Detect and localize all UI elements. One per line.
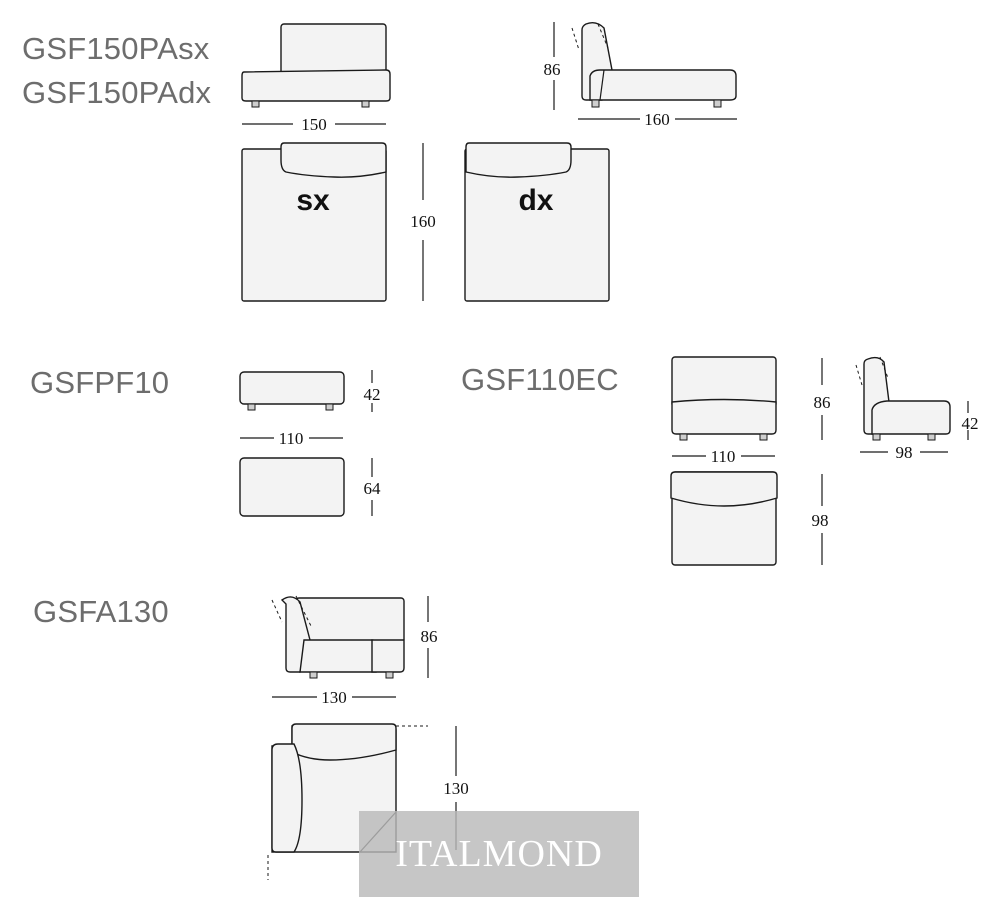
dimension-98-ec-plan: 98	[812, 474, 829, 565]
dimension-86-ec: 86	[814, 358, 831, 440]
gsf150pasx-plan: sx	[241, 142, 387, 302]
dimension-86-top: 86	[544, 22, 561, 110]
italmond-watermark: ITALMOND	[359, 811, 639, 897]
gsf150pa-front-view	[241, 23, 391, 108]
svg-text:86: 86	[814, 393, 831, 412]
svg-text:110: 110	[711, 447, 736, 466]
dimension-42-ottoman: 42	[364, 370, 381, 412]
svg-text:160: 160	[644, 110, 670, 129]
svg-text:42: 42	[962, 414, 979, 433]
svg-text:64: 64	[364, 479, 382, 498]
dimension-160-side: 160	[578, 110, 737, 129]
dimension-98-ec-side: 98	[860, 443, 948, 462]
svg-text:98: 98	[812, 511, 829, 530]
svg-text:150: 150	[301, 115, 327, 134]
svg-text:42: 42	[364, 385, 381, 404]
svg-text:98: 98	[896, 443, 913, 462]
watermark-text: ITALMOND	[395, 833, 603, 875]
model-code-gsf150padx: GSF150PAdx	[22, 75, 212, 110]
svg-text:130: 130	[321, 688, 347, 707]
svg-text:dx: dx	[518, 184, 553, 217]
svg-text:110: 110	[279, 429, 304, 448]
gsf110ec-front-view	[671, 356, 777, 441]
dimension-150: 150	[242, 115, 386, 134]
dimension-42-ec: 42	[962, 401, 979, 440]
dimension-110-ottoman: 110	[240, 429, 343, 448]
model-code-gsfa130: GSFA130	[33, 594, 169, 629]
gsfpf10-plan	[239, 457, 345, 517]
dimension-130-corner-width: 130	[272, 688, 396, 707]
dimension-160-plan: 160	[410, 143, 436, 301]
svg-text:86: 86	[421, 627, 438, 646]
model-code-gsfpf10: GSFPF10	[30, 365, 170, 400]
model-code-gsf150pasx: GSF150PAsx	[22, 31, 210, 66]
svg-text:86: 86	[544, 60, 561, 79]
gsf110ec-side-view	[855, 356, 951, 441]
dimension-64-ottoman: 64	[364, 458, 382, 516]
gsf150pa-side-view	[571, 21, 737, 108]
dimension-86-corner: 86	[421, 596, 438, 678]
svg-text:160: 160	[410, 212, 436, 231]
gsfa130-front-view	[271, 595, 405, 679]
gsfpf10-front-view	[239, 371, 345, 411]
model-code-gsf110ec: GSF110EC	[461, 362, 619, 397]
svg-text:sx: sx	[296, 184, 330, 217]
gsf110ec-plan	[670, 471, 778, 566]
gsf150padx-plan: dx	[464, 142, 610, 302]
svg-text:130: 130	[443, 779, 469, 798]
dimension-110-ec: 110	[672, 447, 775, 466]
